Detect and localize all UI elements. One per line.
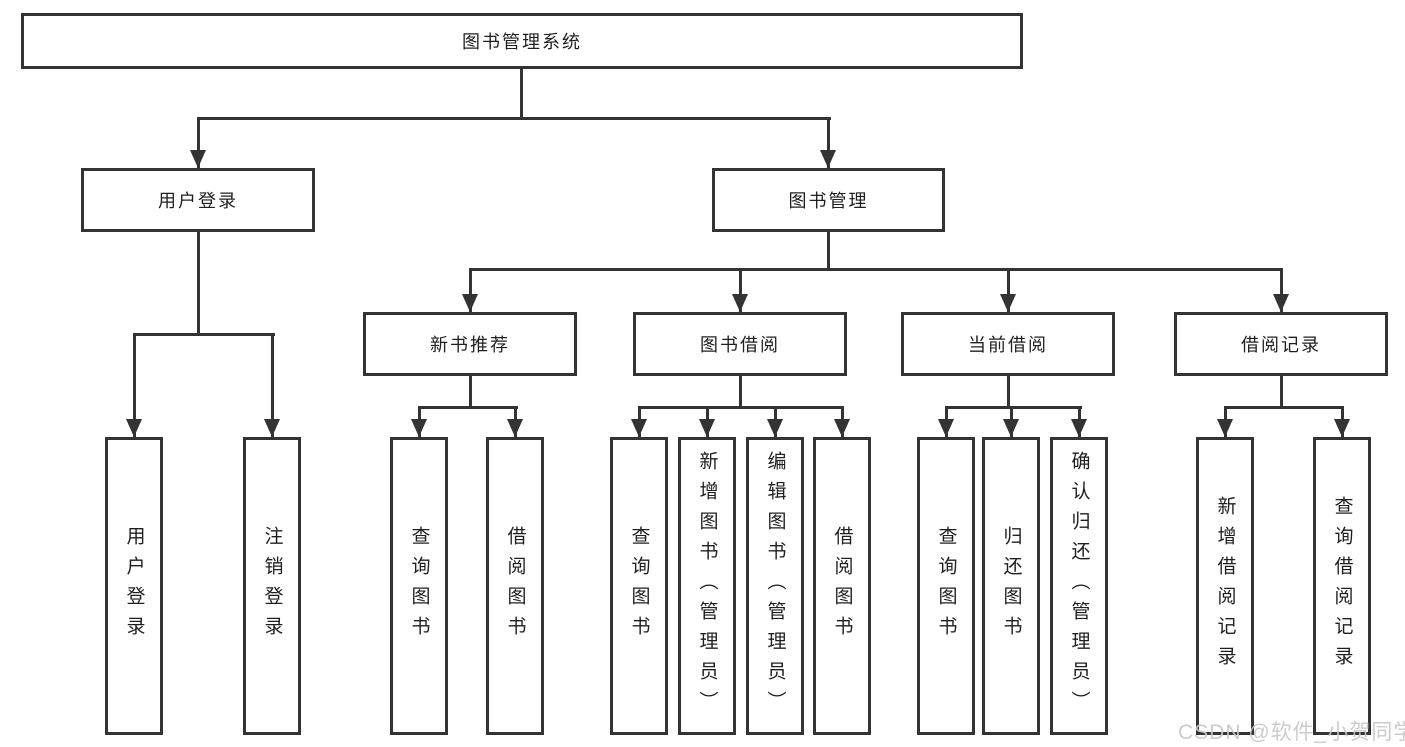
- connector-line: [1007, 376, 1010, 409]
- leaf-add-borrow-record: 新增借阅记录: [1196, 437, 1254, 735]
- arrow-down-icon: [1071, 419, 1087, 437]
- connector-line: [197, 232, 200, 336]
- leaf-edit-book-admin: 编辑图书（管理员）: [746, 437, 804, 735]
- connector-line: [1007, 268, 1010, 312]
- leaf-return-book: 归还图书: [982, 437, 1040, 735]
- connector-line: [469, 268, 1283, 271]
- leaf-label: 借阅图书: [504, 526, 526, 646]
- arrow-down-icon: [631, 419, 647, 437]
- leaf-label: 新增图书（管理员）: [696, 451, 718, 721]
- leaf-borrow-books-recommend: 借阅图书: [486, 437, 544, 735]
- connector-line: [133, 333, 136, 437]
- arrow-down-icon: [411, 419, 427, 437]
- arrow-down-icon: [190, 150, 206, 168]
- leaf-label: 新增借阅记录: [1214, 496, 1236, 676]
- leaf-query-books-current: 查询图书: [917, 437, 975, 735]
- arrow-down-icon: [1334, 419, 1350, 437]
- node-current-borrow-label: 当前借阅: [968, 335, 1048, 355]
- node-user-login: 用户登录: [81, 168, 315, 232]
- arrow-down-icon: [699, 419, 715, 437]
- arrow-down-icon: [834, 419, 850, 437]
- arrow-down-icon: [507, 419, 523, 437]
- node-book-borrow: 图书借阅: [633, 312, 847, 376]
- connector-line: [520, 69, 523, 120]
- connector-line: [197, 117, 831, 120]
- leaf-add-book-admin: 新增图书（管理员）: [678, 437, 736, 735]
- arrow-down-icon: [264, 419, 280, 437]
- arrow-down-icon: [767, 419, 783, 437]
- arrow-down-icon: [1000, 294, 1016, 312]
- connector-line: [469, 376, 472, 409]
- connector-line: [197, 117, 200, 168]
- connector-line: [1224, 406, 1344, 409]
- connector-line: [133, 333, 275, 336]
- node-book-management-label: 图书管理: [788, 191, 869, 211]
- leaf-label: 借阅图书: [831, 526, 853, 646]
- connector-line: [271, 333, 274, 437]
- arrow-down-icon: [1217, 419, 1233, 437]
- node-user-login-label: 用户登录: [158, 191, 238, 211]
- connector-line: [827, 117, 830, 168]
- leaf-label: 用户登录: [123, 526, 145, 646]
- arrow-down-icon: [126, 419, 142, 437]
- leaf-borrow-books: 借阅图书: [813, 437, 871, 735]
- leaf-query-books-borrow: 查询图书: [610, 437, 668, 735]
- arrow-down-icon: [938, 419, 954, 437]
- leaf-label: 归还图书: [1000, 526, 1022, 646]
- connector-line: [945, 406, 1082, 409]
- node-book-borrow-label: 图书借阅: [700, 335, 780, 355]
- connector-line: [827, 232, 830, 270]
- leaf-label: 查询图书: [935, 526, 957, 646]
- node-root-label: 图书管理系统: [462, 32, 582, 52]
- leaf-label: 查询图书: [628, 526, 650, 646]
- leaf-label: 确认归还（管理员）: [1068, 451, 1090, 721]
- arrow-down-icon: [732, 294, 748, 312]
- node-borrow-records-label: 借阅记录: [1241, 335, 1321, 355]
- leaf-confirm-return-admin: 确认归还（管理员）: [1050, 437, 1108, 735]
- leaf-logout: 注销登录: [243, 437, 301, 735]
- arrow-down-icon: [462, 294, 478, 312]
- leaf-user-login: 用户登录: [105, 437, 163, 735]
- node-current-borrow: 当前借阅: [901, 312, 1115, 376]
- connector-line: [739, 268, 742, 312]
- arrow-down-icon: [820, 150, 836, 168]
- connector-line: [1280, 268, 1283, 312]
- node-book-management: 图书管理: [712, 168, 945, 232]
- leaf-label: 注销登录: [261, 526, 283, 646]
- node-new-book-recommend-label: 新书推荐: [430, 335, 510, 355]
- leaf-label: 查询借阅记录: [1331, 496, 1353, 676]
- connector-line: [418, 406, 518, 409]
- csdn-watermark: CSDN @软件_小贺同学: [1178, 721, 1405, 744]
- node-borrow-records: 借阅记录: [1174, 312, 1388, 376]
- connector-line: [1280, 376, 1283, 409]
- leaf-query-books-recommend: 查询图书: [390, 437, 448, 735]
- connector-line: [739, 376, 742, 409]
- leaf-label: 编辑图书（管理员）: [764, 451, 786, 721]
- leaf-query-borrow-record: 查询借阅记录: [1313, 437, 1371, 735]
- node-new-book-recommend: 新书推荐: [363, 312, 577, 376]
- arrow-down-icon: [1273, 294, 1289, 312]
- node-root: 图书管理系统: [21, 13, 1023, 69]
- connector-line: [638, 406, 844, 409]
- leaf-label: 查询图书: [408, 526, 430, 646]
- connector-line: [469, 268, 472, 312]
- arrow-down-icon: [1003, 419, 1019, 437]
